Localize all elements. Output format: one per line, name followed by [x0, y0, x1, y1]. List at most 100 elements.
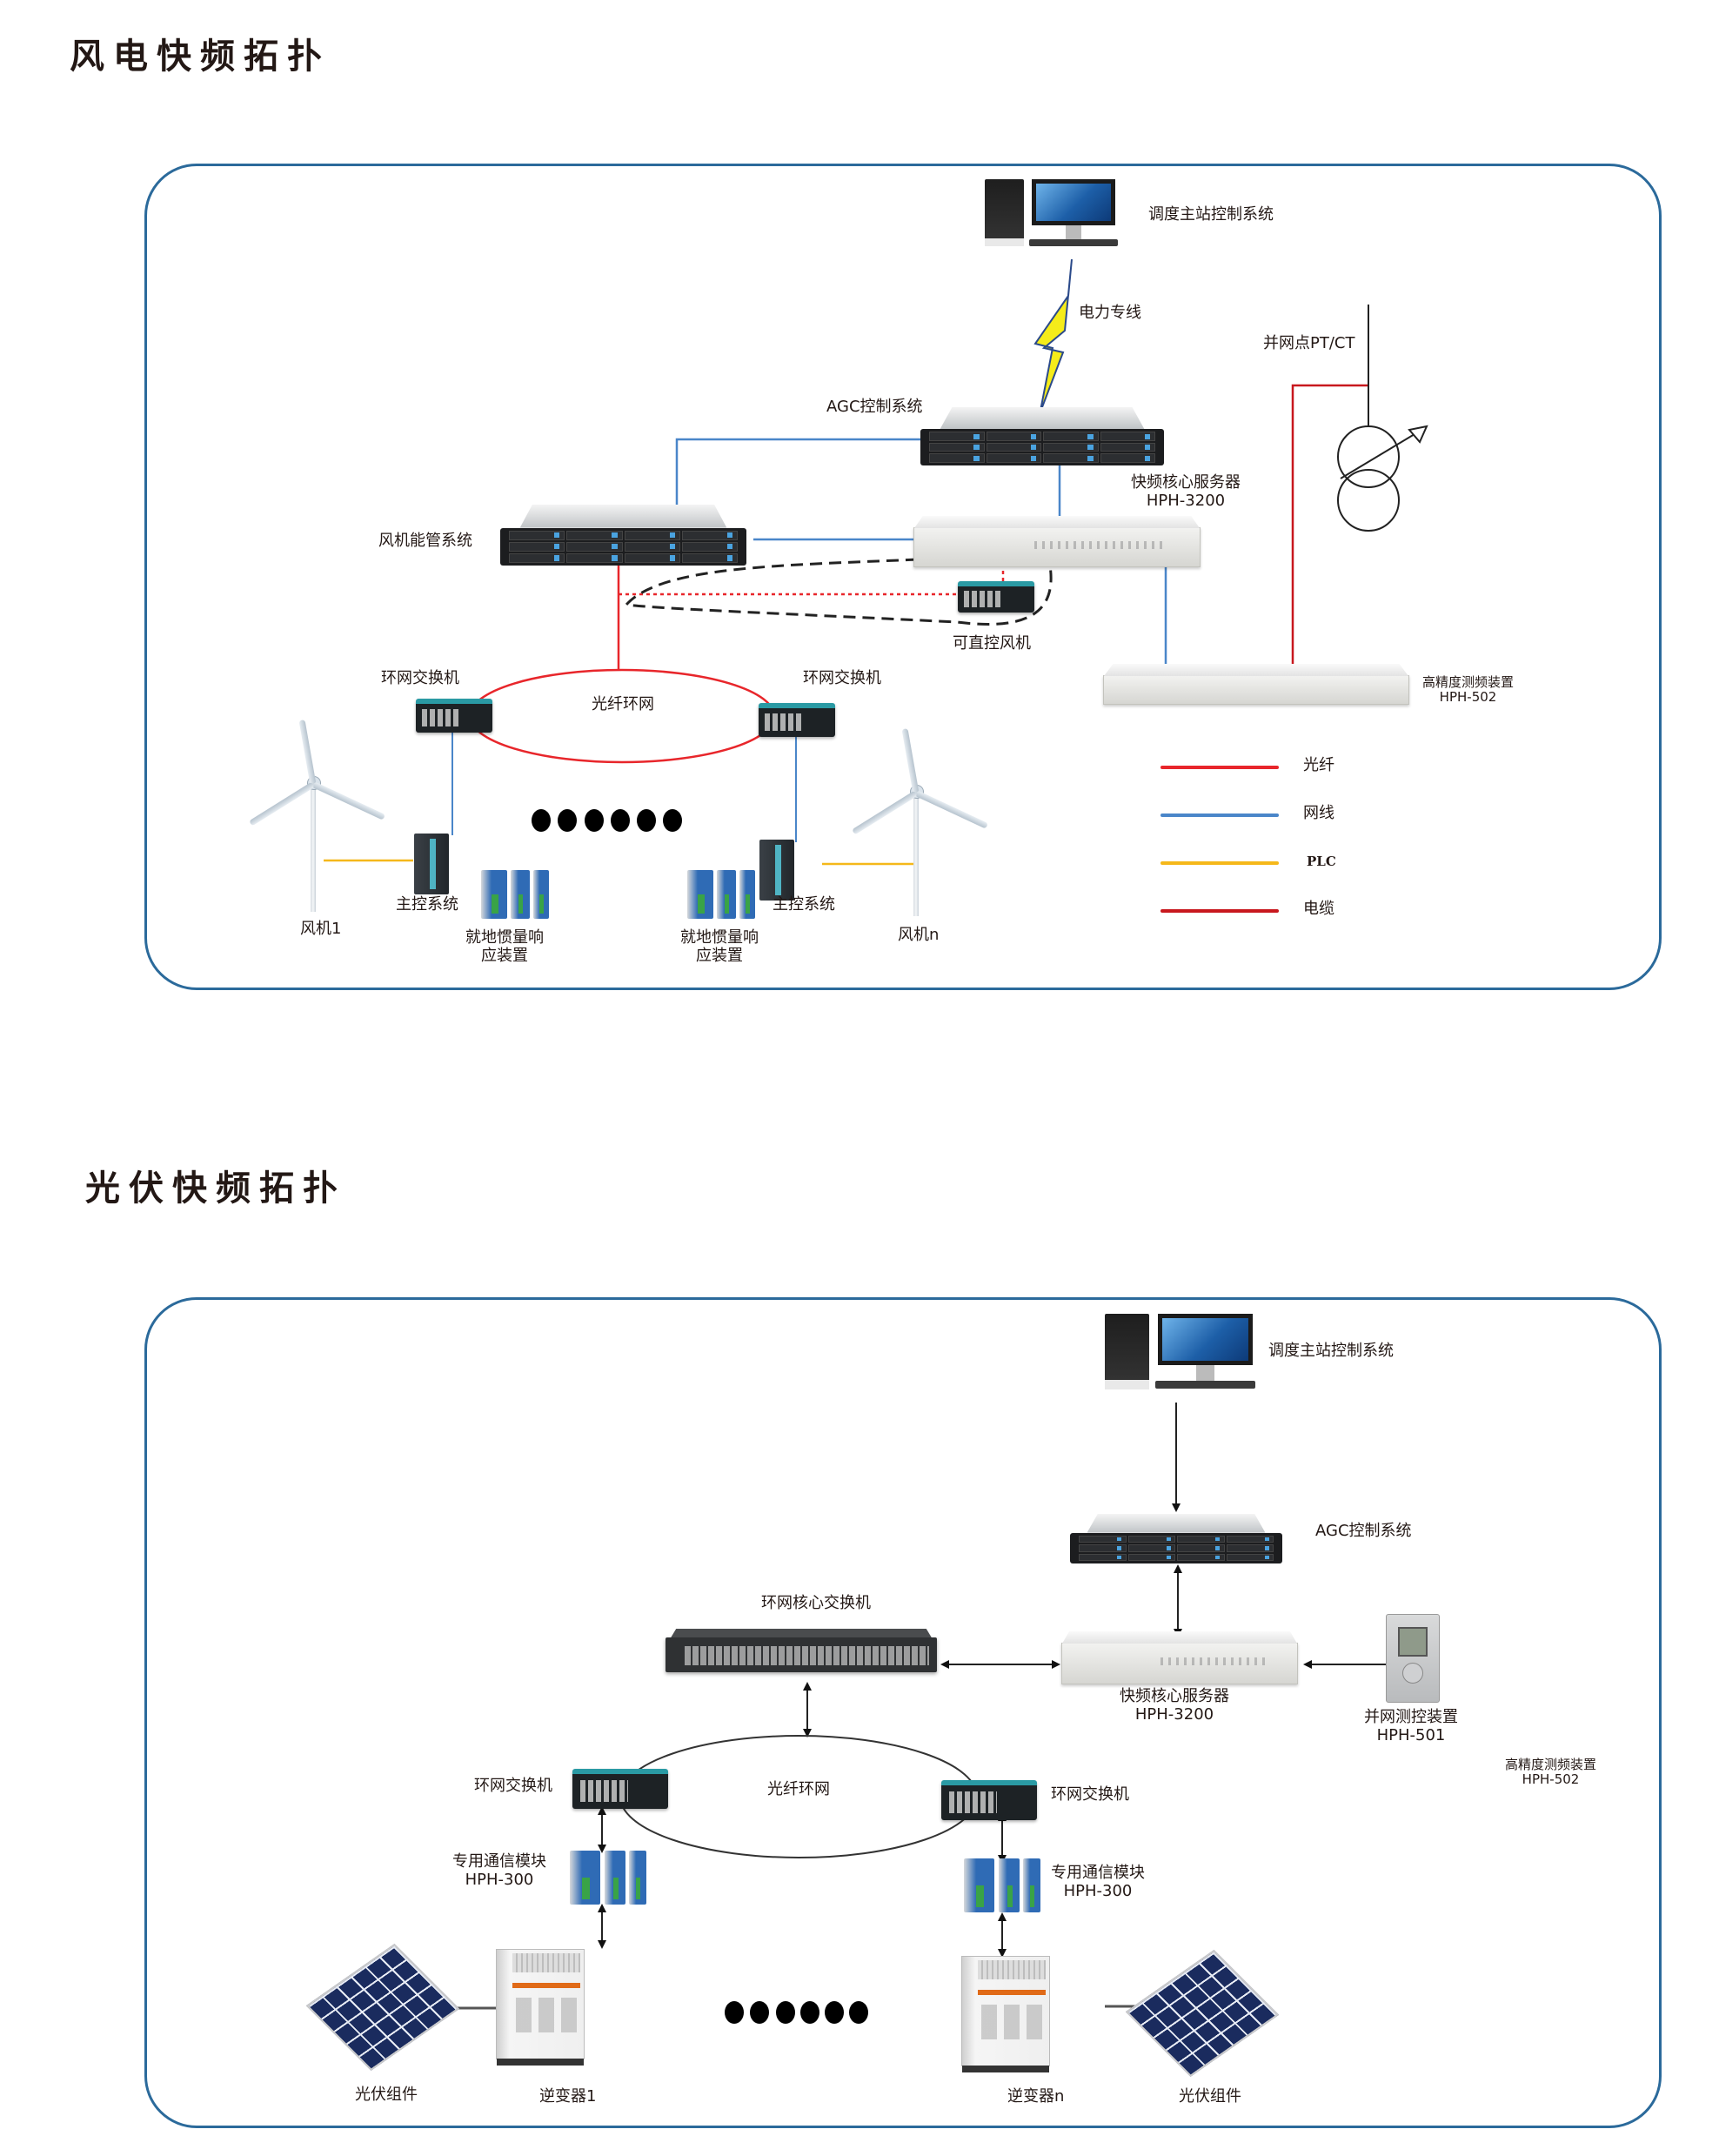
transformer-arrowhead-icon — [1408, 425, 1428, 444]
ellipsis-dot — [800, 2001, 819, 2024]
ellipsis-dot — [637, 809, 656, 832]
pv-grid-device-model: HPH-501 — [1376, 1725, 1446, 1744]
wind-pt-ct-label: 并网点PT/CT — [1263, 334, 1355, 352]
wind-main-control-left-icon — [414, 834, 449, 894]
wind-section-title: 风电快频拓扑 — [70, 37, 331, 77]
wind-inertia-right-label: 就地惯量响 应装置 — [680, 928, 759, 965]
wind-core-server-label: 快频核心服务器 HPH-3200 — [1131, 473, 1241, 510]
pv-core-switch-icon — [666, 1629, 937, 1672]
pv-core-server-label: 快频核心服务器 HPH-3200 — [1120, 1687, 1229, 1724]
ellipsis-dot — [558, 809, 577, 832]
pv-comm-left-name: 专用通信模块 — [452, 1852, 546, 1871]
wind-fiber-ring-label: 光纤环网 — [592, 695, 654, 713]
wire-agc-to-ems — [675, 438, 927, 509]
pv-core-server-name: 快频核心服务器 — [1120, 1687, 1229, 1705]
pv-comm-right-name: 专用通信模块 — [1051, 1864, 1145, 1882]
pv-ring-switch-right-icon — [941, 1780, 1037, 1820]
transformer-coil-bottom — [1337, 469, 1400, 532]
wind-inertia-left-label: 就地惯量响 应装置 — [465, 928, 544, 965]
wind-core-server-model: HPH-3200 — [1146, 491, 1226, 510]
wind-dispatch-pc-icon — [985, 179, 1118, 249]
legend-line-cable — [1160, 909, 1279, 913]
pv-ring-switch-left-icon — [572, 1769, 668, 1809]
transformer-adjust-arrow — [1340, 428, 1424, 479]
wind-freq-meter-label: 高精度测频装置 HPH-502 — [1422, 674, 1515, 706]
wind-turbine-n-label: 风机n — [898, 926, 940, 944]
wind-ring-switch-right-icon — [759, 703, 835, 737]
pv-inverter-1-icon — [496, 1949, 585, 2066]
pv-ring-switch-left-label: 环网交换机 — [474, 1777, 552, 1795]
direct-control-dashed-loop — [623, 558, 1053, 626]
wind-freq-meter-model: HPH-502 — [1439, 689, 1497, 706]
pv-freq-meter-label: 高精度测频装置 HPH-502 — [1505, 1757, 1597, 1788]
ellipsis-dot — [532, 809, 551, 832]
pv-core-switch-label: 环网核心交换机 — [761, 1594, 871, 1612]
wind-turbine-n-icon — [913, 790, 919, 916]
wind-ring-switch-left-label: 环网交换机 — [381, 669, 459, 687]
wind-inertia-left-icon — [481, 870, 551, 919]
pv-grid-device-icon — [1386, 1614, 1440, 1703]
transformer-coil-top — [1337, 425, 1400, 488]
wind-dispatch-label: 调度主站控制系统 — [1148, 205, 1274, 224]
pv-agc-label: AGC控制系统 — [1315, 1522, 1412, 1540]
ellipsis-dot — [825, 2001, 844, 2024]
wind-inertia-left-line2: 应装置 — [481, 946, 528, 965]
wind-freq-meter-name: 高精度测频装置 — [1422, 674, 1515, 690]
legend-label-fiber: 光纤 — [1303, 756, 1334, 774]
pv-grid-device-label: 并网测控装置 HPH-501 — [1364, 1708, 1458, 1744]
pv-core-server-device-icon — [1061, 1631, 1298, 1684]
ellipsis-dot — [663, 809, 682, 832]
pv-dispatch-pc-icon — [1105, 1314, 1256, 1392]
wind-ring-switch-left-icon — [416, 699, 492, 733]
legend-line-ethernet — [1160, 814, 1279, 817]
pv-freq-meter-model: HPH-502 — [1522, 1771, 1580, 1788]
wind-freq-meter-device-icon — [1103, 664, 1409, 705]
legend-line-fiber — [1160, 766, 1279, 769]
pv-agc-server-icon — [1070, 1514, 1282, 1563]
ellipsis-dot — [776, 2001, 795, 2024]
wind-core-server-name: 快频核心服务器 — [1131, 473, 1241, 492]
pv-panel-left-label: 光伏组件 — [355, 2086, 418, 2104]
wind-turbine-1-label: 风机1 — [300, 920, 342, 938]
wire-cable-pt-to-meter — [1291, 384, 1368, 670]
wind-turbine-1-icon — [311, 781, 316, 912]
wind-agc-label: AGC控制系统 — [826, 398, 923, 416]
pv-comm-left-model: HPH-300 — [465, 1870, 534, 1889]
pv-comm-right-model: HPH-300 — [1063, 1881, 1133, 1900]
wind-main-control-right-label: 主控系统 — [773, 895, 835, 914]
wind-main-control-right-icon — [759, 840, 794, 901]
pv-inverter-n-icon — [961, 1956, 1050, 2072]
wind-inertia-right-icon — [687, 870, 757, 919]
pv-inverter-n-label: 逆变器n — [1007, 2087, 1065, 2106]
pv-fiber-ring-label: 光纤环网 — [767, 1780, 830, 1798]
pv-ring-switch-right-label: 环网交换机 — [1051, 1785, 1129, 1804]
wind-inertia-right-line1: 就地惯量响 — [680, 928, 759, 947]
wind-core-server-device-icon — [913, 516, 1201, 567]
wind-main-control-left-label: 主控系统 — [396, 895, 458, 914]
wind-direct-switch-icon — [958, 581, 1034, 613]
wind-power-line-label: 电力专线 — [1079, 304, 1141, 322]
pv-grid-device-name: 并网测控装置 — [1364, 1708, 1458, 1726]
legend-label-plc: PLC — [1307, 854, 1336, 869]
pv-section-title: 光伏快频拓扑 — [85, 1168, 346, 1209]
pv-inverter-1-label: 逆变器1 — [539, 2087, 597, 2106]
wind-ems-label: 风机能管系统 — [378, 532, 472, 550]
legend-label-ethernet: 网线 — [1303, 804, 1334, 822]
legend-line-plc — [1160, 861, 1279, 865]
legend-label-cable: 电缆 — [1303, 900, 1334, 918]
pv-comm-right-label: 专用通信模块 HPH-300 — [1051, 1864, 1145, 1900]
wind-direct-turbine-label: 可直控风机 — [953, 634, 1031, 653]
wind-ring-switch-right-label: 环网交换机 — [803, 669, 881, 687]
ellipsis-dot — [849, 2001, 868, 2024]
wind-agc-server-icon — [920, 407, 1164, 465]
wind-inertia-left-line1: 就地惯量响 — [465, 928, 544, 947]
pv-core-server-model: HPH-3200 — [1134, 1704, 1214, 1724]
pv-freq-meter-name: 高精度测频装置 — [1505, 1757, 1597, 1772]
ellipsis-dot — [725, 2001, 744, 2024]
pv-comm-left-label: 专用通信模块 HPH-300 — [452, 1852, 546, 1889]
pv-panel-right-label: 光伏组件 — [1179, 2087, 1241, 2106]
wind-ems-server-icon — [500, 505, 746, 566]
pv-comm-left-icon — [570, 1851, 648, 1905]
